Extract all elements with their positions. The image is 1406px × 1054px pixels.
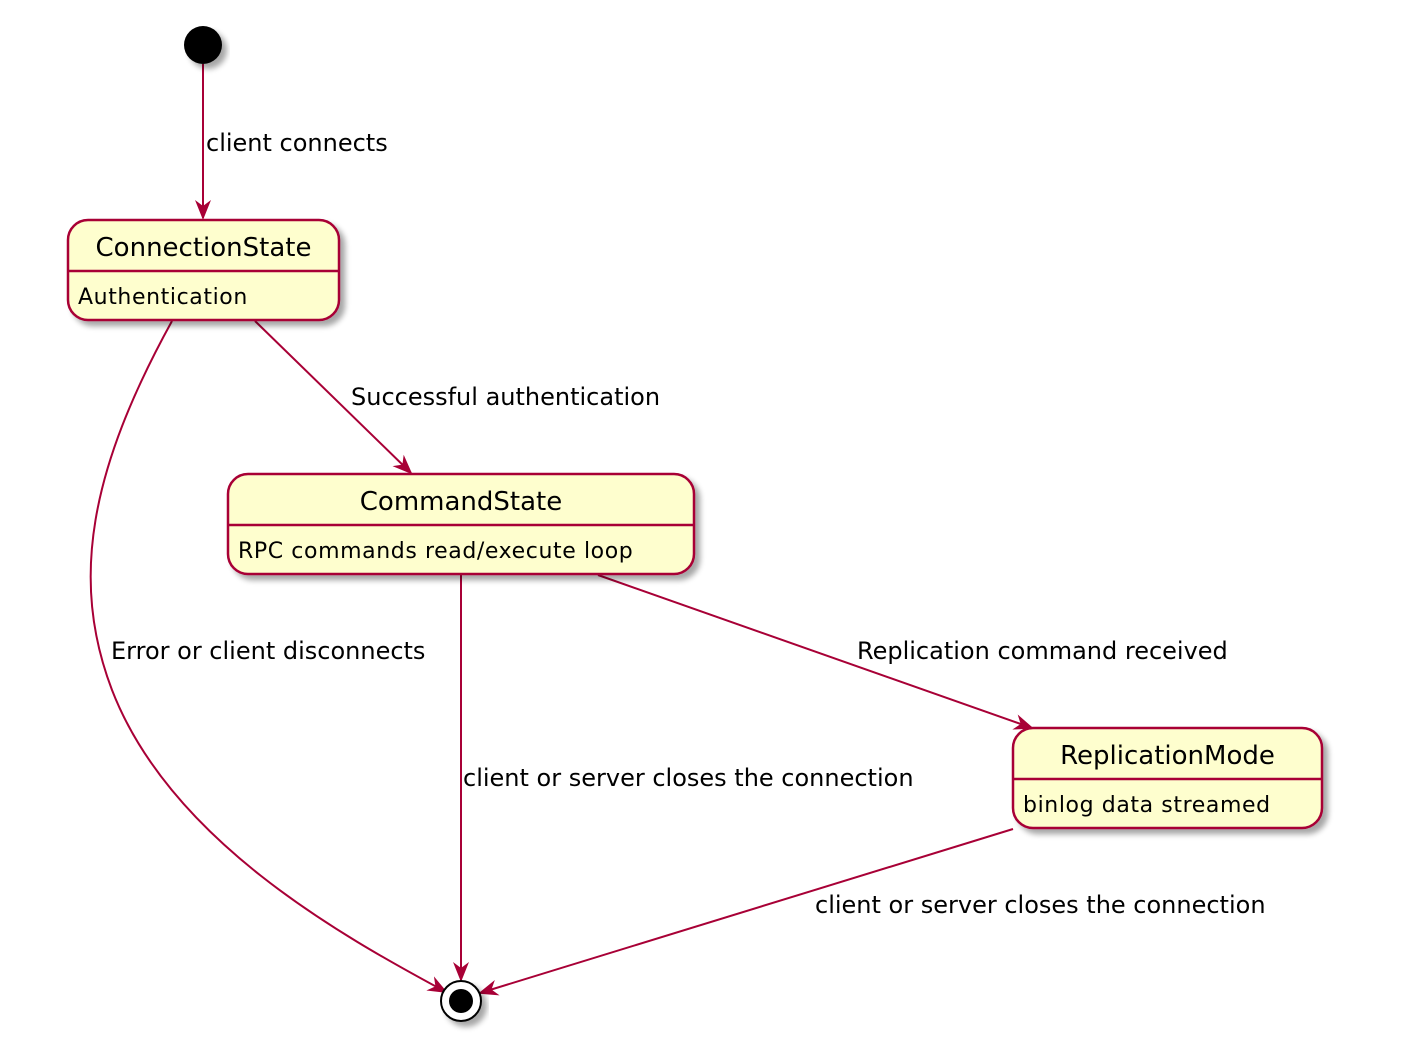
state-connection-title: ConnectionState — [96, 233, 312, 263]
edge-label-error-or-disconnect: Error or client disconnects — [111, 637, 425, 665]
state-connection-description: Authentication — [78, 285, 248, 310]
start-node — [184, 26, 222, 64]
edge-replication-to-end — [478, 828, 1014, 996]
state-replication-title: ReplicationMode — [1060, 741, 1275, 771]
edge-label-client-connects: client connects — [206, 129, 388, 157]
state-command: CommandState RPC commands read/execute l… — [226, 472, 696, 576]
edge-connection-to-end — [89, 320, 448, 993]
state-command-title: CommandState — [360, 487, 562, 517]
edge-label-successful-authentication: Successful authentication — [351, 383, 660, 411]
end-node — [440, 980, 482, 1022]
edge-label-command-closes: client or server closes the connection — [463, 764, 914, 792]
state-command-description: RPC commands read/execute loop — [238, 539, 633, 564]
edge-label-replication-command: Replication command received — [857, 637, 1228, 665]
edge-command-to-replication — [597, 574, 1034, 730]
edge-label-replication-closes: client or server closes the connection — [815, 891, 1266, 919]
state-replication: ReplicationMode binlog data streamed — [1011, 726, 1324, 830]
state-connection: ConnectionState Authentication — [66, 218, 341, 322]
state-replication-description: binlog data streamed — [1023, 793, 1271, 818]
edge-connection-to-command — [254, 320, 413, 475]
